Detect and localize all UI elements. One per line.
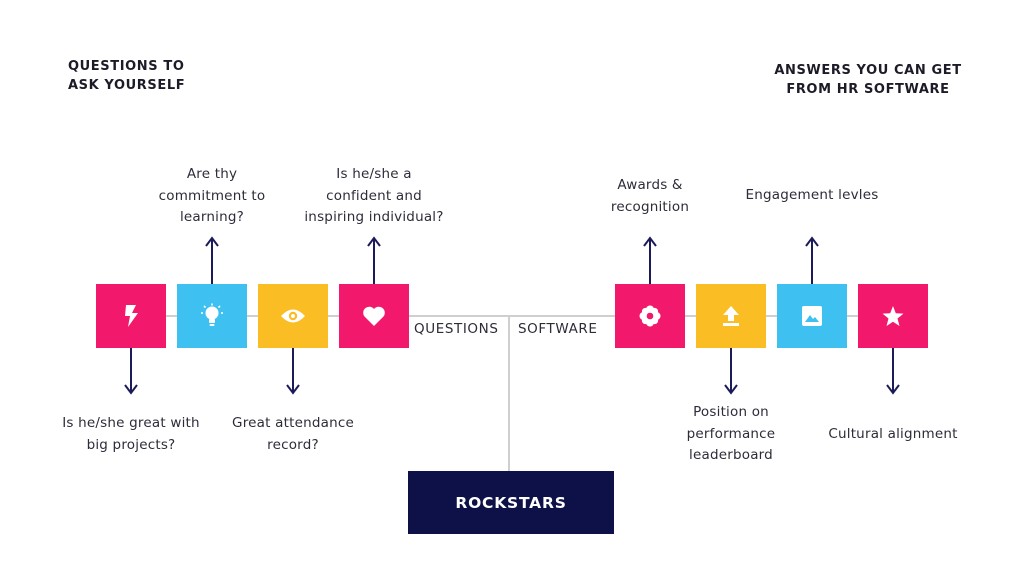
label-engagement: Engagement levles [745,187,879,203]
tile-attendance [258,284,328,348]
label-awards: Awards & recognition [610,177,690,215]
questions-header-line-2: ASK YOURSELF [68,78,186,93]
tile-engagement [777,284,847,348]
star-icon [882,305,904,326]
label-learning: Are thy commitment to learning? [158,166,266,225]
arrow-up-2 [205,236,219,284]
tile-leaderboard [696,284,766,348]
answers-header-line-1: ANSWERS YOU CAN GET [774,63,962,78]
root-label: ROCKSTARS [455,493,567,512]
upload-icon [723,306,739,326]
heart-icon [363,306,385,326]
answers-header-line-2: FROM HR SOFTWARE [786,82,950,97]
tile-great-projects [96,284,166,348]
label-great-projects: Is he/she great with big projects? [62,415,200,453]
arrow-up-5 [643,236,657,284]
spine-label-questions: QUESTIONS [414,321,499,337]
lightbulb-icon [201,303,223,326]
tile-confident [339,284,409,348]
label-confident: Is he/she a confident and inspiring indi… [304,166,444,225]
lightning-bolt-icon [125,305,138,327]
arrow-down-8 [886,348,900,395]
image-icon [802,306,822,326]
eye-icon [281,309,305,323]
arrow-down-1 [124,348,138,395]
answers-header: ANSWERS YOU CAN GET FROM HR SOFTWARE [768,61,968,99]
questions-header-line-1: QUESTIONS TO [68,59,185,74]
label-attendance: Great attendance record? [232,415,354,453]
root-node: ROCKSTARS [408,471,614,534]
flower-icon [639,305,661,327]
label-cultural: Cultural alignment [828,426,958,442]
arrow-down-6 [724,348,738,395]
spine-label-software: SOFTWARE [518,321,598,337]
tile-learning [177,284,247,348]
label-leaderboard: Position on performance leaderboard [686,404,776,463]
arrow-up-4 [367,236,381,284]
arrow-down-3 [286,348,300,395]
questions-header: QUESTIONS TO ASK YOURSELF [68,57,185,95]
arrow-up-7 [805,236,819,284]
tile-cultural [858,284,928,348]
tile-awards [615,284,685,348]
